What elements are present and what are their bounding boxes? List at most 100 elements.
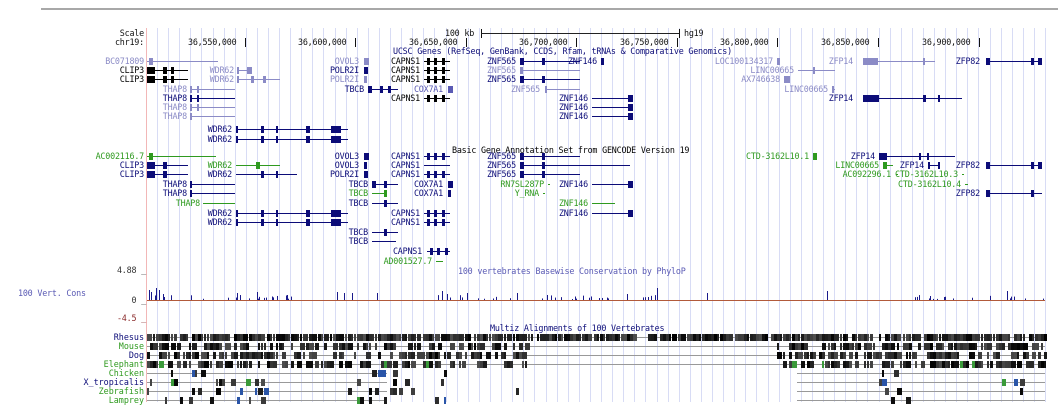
gene-model[interactable] — [237, 66, 252, 75]
gene-label[interactable]: ZFP82 — [955, 56, 980, 66]
gene-model[interactable] — [424, 170, 450, 179]
gene-label[interactable]: COX7A1 — [413, 179, 443, 189]
gene-label[interactable]: WDR62 — [207, 217, 232, 227]
gene-label[interactable]: WDR62 — [209, 65, 234, 75]
gene-model[interactable] — [190, 112, 235, 121]
gene-label[interactable]: TBCB — [348, 227, 369, 237]
gene-label[interactable]: AD001527.7 — [383, 256, 433, 266]
gene-model[interactable] — [520, 57, 580, 66]
gene-model[interactable] — [372, 228, 398, 237]
gene-model[interactable] — [424, 218, 450, 227]
gene-label[interactable]: ZNF146 — [558, 111, 588, 121]
gene-model[interactable] — [962, 170, 964, 179]
gene-label[interactable]: THAP8 — [162, 93, 187, 103]
gene-model[interactable] — [592, 180, 633, 189]
gencode-track-title[interactable]: Basic Gene Annotation Set from GENCODE V… — [452, 145, 690, 155]
gene-model[interactable] — [424, 66, 450, 75]
alignment-row[interactable] — [147, 343, 1045, 350]
gene-model[interactable] — [592, 112, 633, 121]
gene-model[interactable] — [520, 161, 630, 170]
gene-label[interactable]: THAP8 — [162, 111, 187, 121]
gene-model[interactable] — [863, 57, 935, 66]
gene-label[interactable]: LINC00665 — [750, 65, 794, 75]
gene-label[interactable]: THAP8 — [162, 102, 187, 112]
gene-label[interactable]: WDR62 — [209, 74, 234, 84]
cons-track-label[interactable]: 100 Vert. Cons — [18, 288, 86, 298]
gene-label[interactable]: BC071809 — [105, 56, 144, 66]
gene-label[interactable]: ZNF146 — [558, 208, 588, 218]
multiz-track-title[interactable]: Multiz Alignments of 100 Vertebrates — [490, 323, 665, 333]
gene-model[interactable] — [190, 189, 235, 198]
ucsc-genes-track-title[interactable]: UCSC Genes (RefSeq, GenBank, CCDS, Rfam,… — [393, 46, 732, 56]
gene-model[interactable] — [364, 75, 367, 84]
gene-model[interactable] — [592, 199, 615, 208]
gene-label[interactable]: CTD-3162L10.1 — [746, 151, 809, 161]
gene-model[interactable] — [424, 94, 450, 103]
gene-label[interactable]: WDR62 — [207, 208, 232, 218]
species-label[interactable]: Lamprey — [108, 395, 144, 405]
gene-label[interactable]: ZFP14 — [828, 56, 853, 66]
gene-model[interactable] — [364, 170, 368, 179]
gene-model[interactable] — [601, 57, 604, 66]
gene-label[interactable]: WDR62 — [207, 160, 232, 170]
gene-label[interactable]: THAP8 — [175, 198, 200, 208]
gene-model[interactable] — [147, 57, 218, 66]
gene-label[interactable]: ZNF146 — [558, 93, 588, 103]
gene-label[interactable]: CLIP3 — [119, 65, 144, 75]
gene-label[interactable]: CAPNS1 — [390, 160, 420, 170]
gene-model[interactable] — [928, 161, 940, 170]
gene-label[interactable]: ZNF565 — [486, 56, 516, 66]
gene-label[interactable]: ZNF146 — [558, 102, 588, 112]
gene-model[interactable] — [147, 75, 188, 84]
gene-label[interactable]: OVOL3 — [334, 160, 359, 170]
species-label[interactable]: Dog — [128, 350, 144, 360]
gene-model[interactable] — [147, 170, 188, 179]
gene-model[interactable] — [965, 180, 968, 189]
gene-label[interactable]: ZNF146 — [558, 179, 588, 189]
gene-label[interactable]: OVOL3 — [334, 151, 359, 161]
gene-model[interactable] — [364, 66, 368, 75]
gene-model[interactable] — [548, 180, 550, 189]
alignment-row[interactable] — [147, 352, 1047, 359]
gene-label[interactable]: CLIP3 — [119, 169, 144, 179]
gene-model[interactable] — [190, 94, 235, 103]
gene-label[interactable]: ZFP82 — [955, 188, 980, 198]
gene-label[interactable]: WDR62 — [207, 134, 232, 144]
alignment-row[interactable] — [147, 361, 1046, 368]
gene-model[interactable] — [147, 66, 188, 75]
gene-label[interactable]: TBCB — [348, 198, 369, 208]
gene-label[interactable]: CAPNS1 — [390, 208, 420, 218]
gene-label[interactable]: POLR2I — [329, 74, 359, 84]
gene-model[interactable] — [236, 161, 280, 170]
gene-label[interactable]: LOC100134317 — [714, 56, 773, 66]
species-label[interactable]: X_tropicalis — [83, 377, 144, 387]
gene-label[interactable]: OVOL3 — [334, 56, 359, 66]
gene-model[interactable] — [986, 161, 1042, 170]
species-label[interactable]: Chicken — [108, 368, 144, 378]
gene-model[interactable] — [190, 85, 235, 94]
gene-label[interactable]: POLR2I — [329, 169, 359, 179]
conservation-wiggle[interactable] — [147, 280, 1045, 304]
gene-label[interactable]: ZFP14 — [899, 160, 924, 170]
gene-model[interactable] — [236, 209, 348, 218]
gene-model[interactable] — [372, 180, 398, 189]
gene-model[interactable] — [236, 218, 348, 227]
gene-model[interactable] — [190, 180, 235, 189]
gene-label[interactable]: ZFP14 — [850, 151, 875, 161]
gene-model[interactable] — [236, 170, 297, 179]
species-label[interactable]: Mouse — [118, 341, 144, 351]
species-label[interactable]: Rhesus — [113, 332, 144, 342]
gene-label[interactable]: CAPNS1 — [390, 65, 420, 75]
species-label[interactable]: Zebrafish — [98, 386, 144, 396]
gene-model[interactable] — [520, 75, 580, 84]
gene-model[interactable] — [448, 85, 453, 94]
alignment-row[interactable] — [147, 397, 1045, 404]
gene-label[interactable]: CAPNS1 — [392, 246, 422, 256]
gene-label[interactable]: TBCB — [348, 236, 369, 246]
gene-model[interactable] — [520, 66, 580, 75]
gene-label[interactable]: COX7A1 — [413, 188, 443, 198]
gene-model[interactable] — [883, 161, 893, 170]
alignment-row[interactable] — [147, 334, 1047, 341]
gene-model[interactable] — [190, 103, 235, 112]
